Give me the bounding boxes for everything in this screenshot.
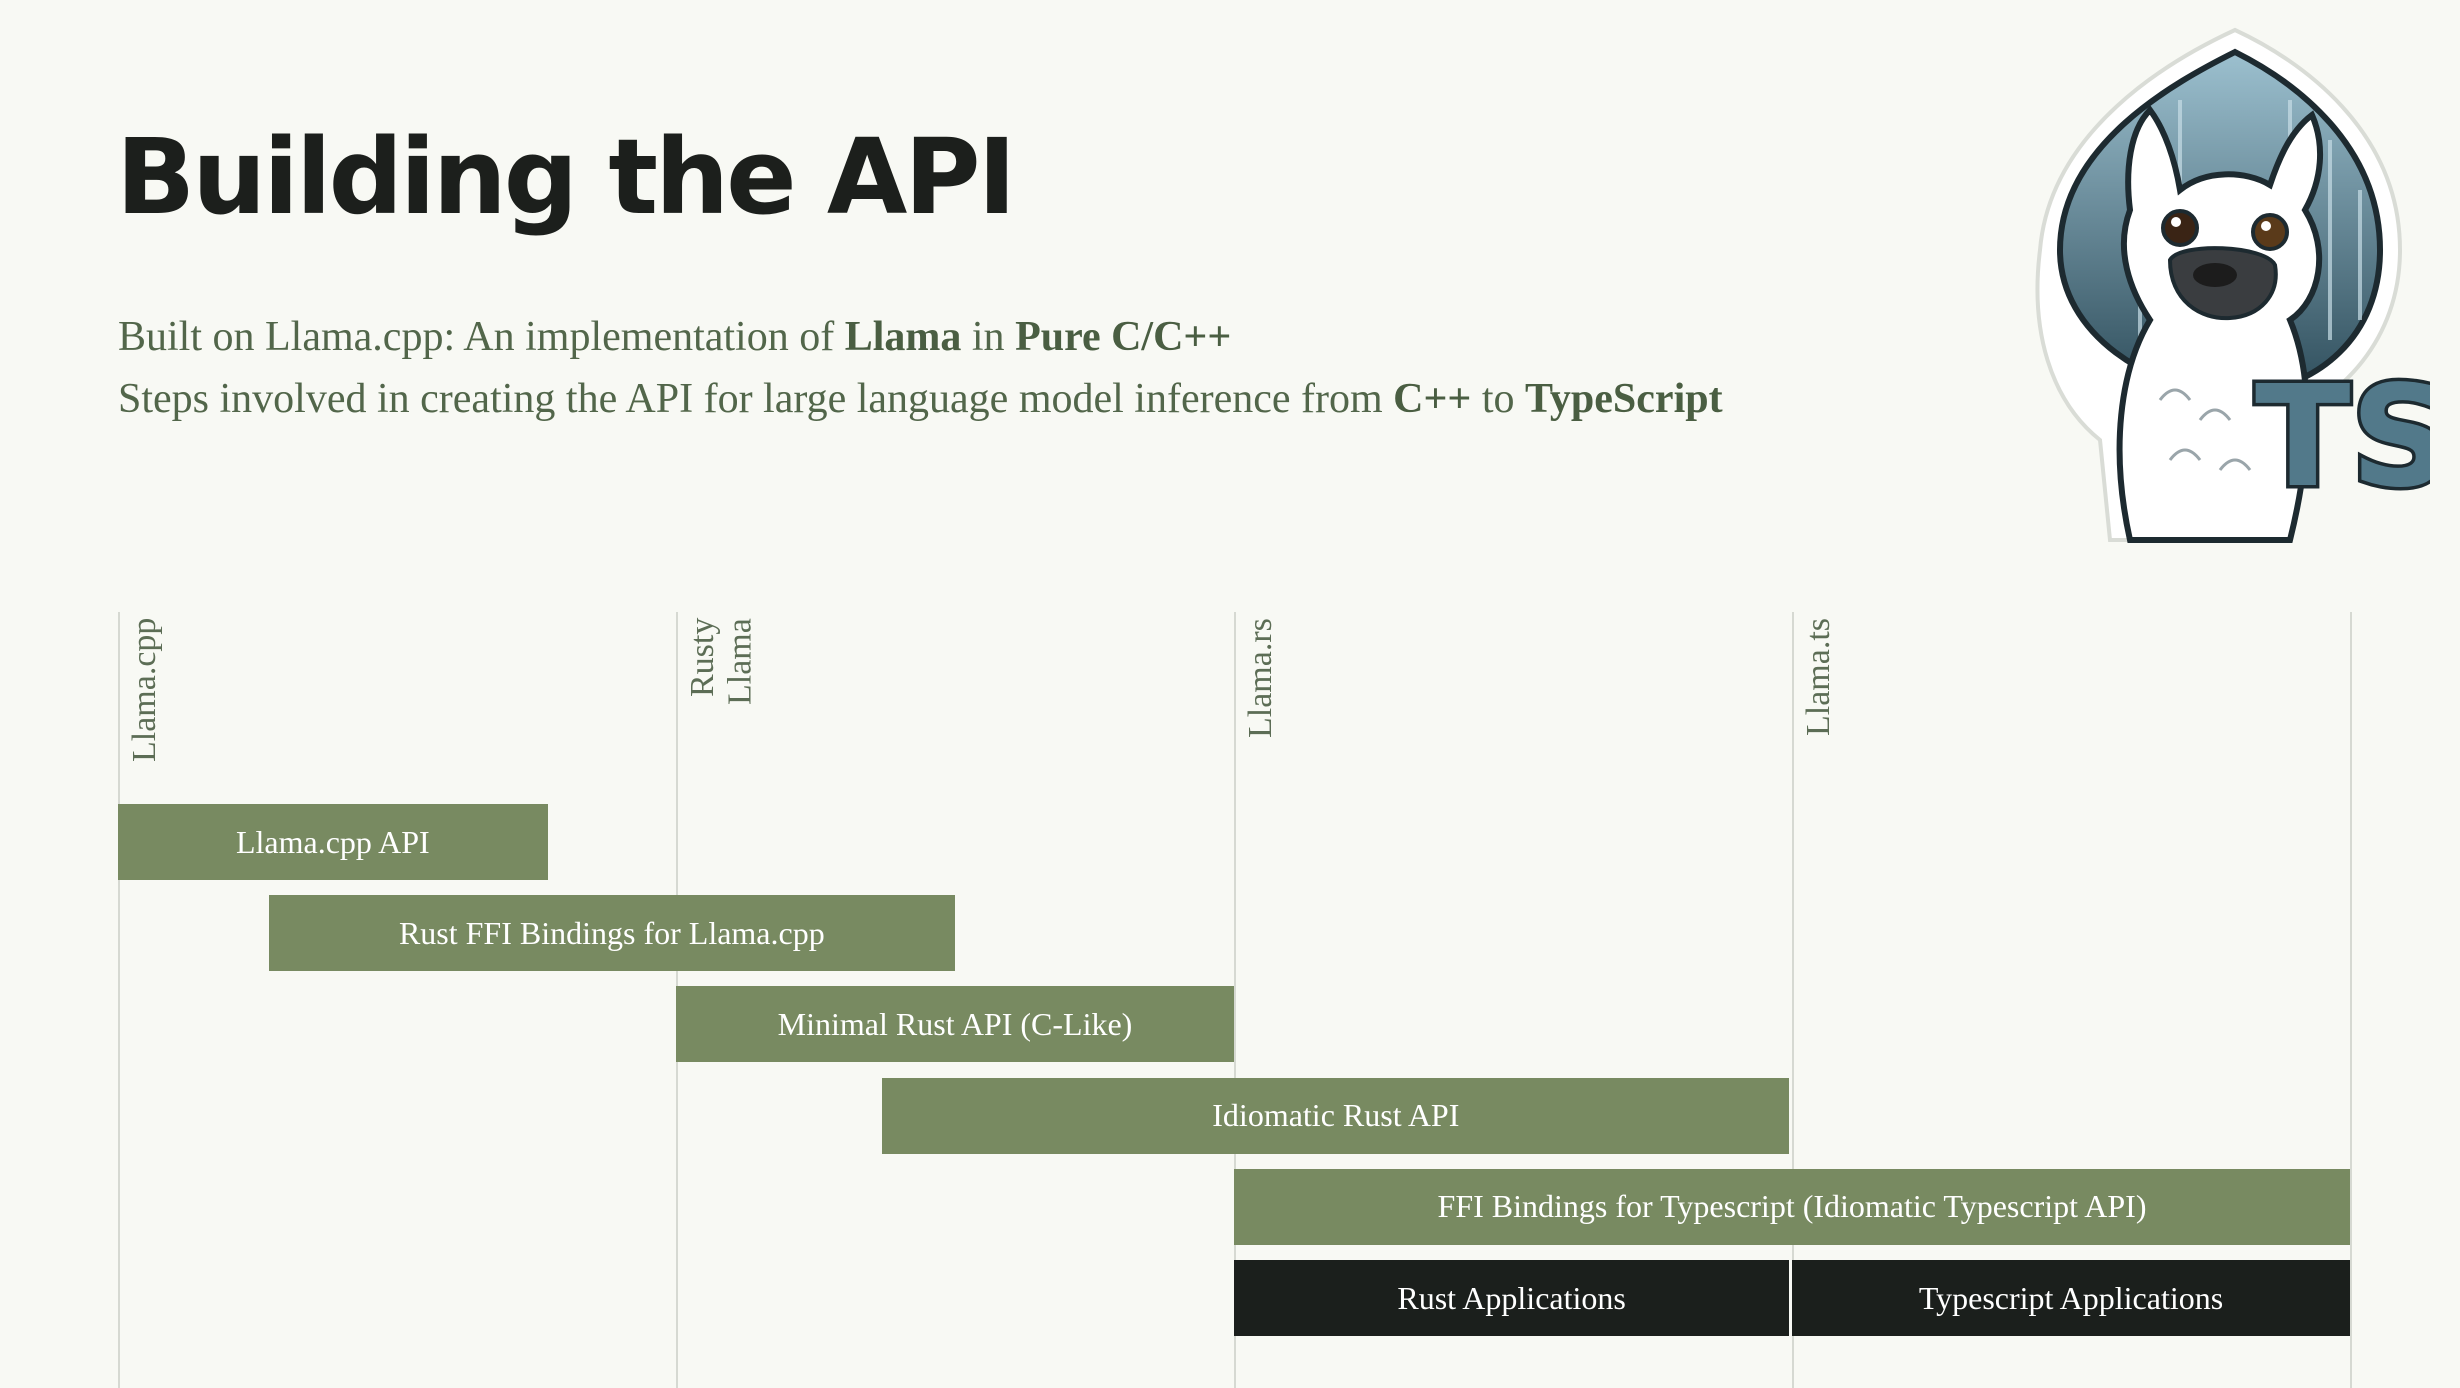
llama-ts-logo-icon: TS (2035, 27, 2430, 543)
subtitle-line-2-text: Steps involved in creating the API for l… (118, 376, 1394, 422)
column-label-2: Rusty Llama (684, 618, 759, 705)
column-label-1: Llama.cpp (126, 618, 163, 763)
logo-badge-text: TS (2255, 356, 2430, 519)
column-divider-2 (1234, 612, 1236, 1388)
column-divider-4 (2350, 612, 2352, 1388)
subtitle-line-1-bold-language: Pure C/C++ (1015, 314, 1232, 360)
column-divider-0 (118, 612, 120, 1388)
stage-bar-5: FFI Bindings for Typescript (Idiomatic T… (1234, 1168, 2350, 1245)
page-title: Building the API (116, 116, 1016, 238)
subtitle-line-2-connector: to (1471, 376, 1526, 422)
subtitle-line-2-bold-cpp: C++ (1393, 376, 1472, 422)
subtitle-line-2-bold-typescript: TypeScript (1525, 376, 1723, 422)
subtitle-line-1: Built on Llama.cpp: An implementation of… (118, 306, 1723, 368)
column-label-4: Llama.ts (1800, 618, 1837, 737)
subtitle-line-1-text: Built on Llama.cpp: An implementation of (118, 314, 845, 360)
column-divider-3 (1792, 612, 1794, 1388)
subtitle-line-1-connector: in (961, 314, 1016, 360)
subtitle-line-2: Steps involved in creating the API for l… (118, 368, 1723, 430)
stage-bar-6: Rust Applications (1234, 1260, 1790, 1336)
stage-bar-4: Idiomatic Rust API (882, 1077, 1790, 1154)
stage-bar-3: Minimal Rust API (C-Like) (676, 986, 1234, 1063)
subtitle: Built on Llama.cpp: An implementation of… (118, 306, 1723, 430)
stage-bar-7: Typescript Applications (1792, 1260, 2350, 1336)
column-label-3: Llama.rs (1242, 618, 1279, 738)
stage-bar-2: Rust FFI Bindings for Llama.cpp (268, 895, 955, 972)
stage-bar-1: Llama.cpp API (118, 804, 548, 880)
subtitle-line-1-bold-llama: Llama (844, 314, 962, 360)
